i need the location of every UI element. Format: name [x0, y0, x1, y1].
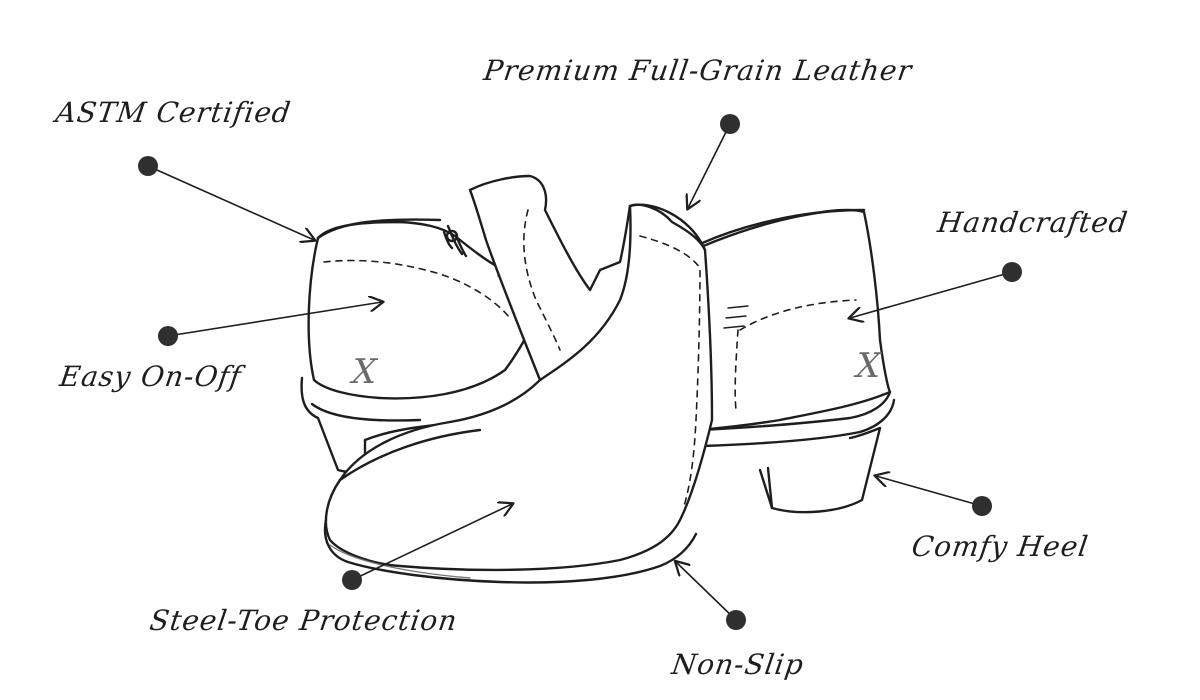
label-steel-toe: Steel-Toe Protection [147, 604, 460, 637]
front-boot-rear-stitching [523, 209, 561, 351]
leader-non-slip [676, 562, 737, 621]
front-boot-toe-line [338, 428, 482, 482]
label-astm: ASTM Certified [53, 96, 294, 129]
front-boot-rear-shaft [324, 174, 714, 572]
zipper-pull [445, 229, 459, 243]
right-boot-stitching [734, 299, 857, 411]
back-boot-collar [316, 218, 442, 240]
label-premium-leather: Premium Full-Grain Leather [481, 54, 915, 87]
label-comfy-heel: Comfy Heel [909, 530, 1091, 563]
callout-dots [138, 114, 1022, 630]
front-boot-sole-shadow [329, 544, 471, 579]
leader-astm [147, 165, 314, 240]
dot-non-slip [726, 610, 746, 630]
leader-steel-toe [351, 504, 512, 581]
callout-leaders [147, 123, 1013, 621]
dot-premium-leather [720, 114, 740, 134]
dot-astm [138, 156, 158, 176]
leader-comfy-heel [876, 476, 983, 507]
right-boot-heel [758, 426, 882, 514]
front-boot-vamp [538, 204, 632, 382]
right-boot-sole-edge [700, 398, 896, 448]
dot-easy-on-off [158, 326, 178, 346]
back-boot-heel [310, 402, 422, 422]
front-boot-stitching [639, 235, 701, 507]
label-handcrafted: Handcrafted [935, 206, 1131, 239]
label-easy-on-off: Easy On-Off [57, 360, 244, 393]
right-boot-collar [698, 208, 866, 246]
right-boot-shaft [688, 208, 892, 432]
label-non-slip: Non-Slip [669, 648, 807, 681]
front-boot-front-curve [628, 203, 707, 252]
dot-steel-toe [342, 570, 362, 590]
right-boot [688, 208, 896, 514]
right-boot-heel-front [766, 466, 774, 510]
dot-handcrafted [1002, 262, 1022, 282]
leader-easy-on-off [167, 302, 382, 337]
front-boot [323, 174, 714, 584]
right-boot-sole [698, 390, 892, 432]
front-boot-sole [323, 518, 698, 584]
leader-premium-leather [688, 123, 731, 208]
leader-handcrafted [850, 271, 1013, 318]
dot-comfy-heel [972, 496, 992, 516]
right-boot-lining [723, 305, 749, 329]
